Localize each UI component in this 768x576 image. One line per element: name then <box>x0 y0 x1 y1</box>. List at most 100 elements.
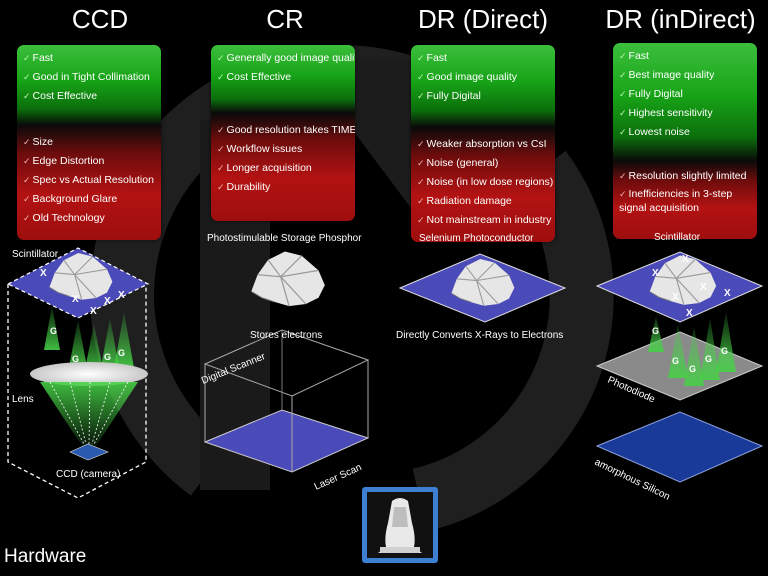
con-text: Weaker absorption vs CsI <box>426 138 547 150</box>
con-item: ✓Weaker absorption vs CsI <box>417 135 549 154</box>
check-icon: ✓ <box>619 171 627 181</box>
pro-text: Cost Effective <box>32 90 98 102</box>
pros-cr: ✓Generally good image quality✓Cost Effec… <box>211 45 355 113</box>
check-icon: ✓ <box>23 175 31 185</box>
pro-item: ✓Fast <box>23 49 155 68</box>
panel-dr-indirect: ✓Fast✓Best image quality✓Fully Digital✓H… <box>613 43 757 239</box>
footer-title: Hardware <box>4 546 87 567</box>
con-item: ✓Spec vs Actual Resolution <box>23 171 155 190</box>
label-cr-stores: Stores electrons <box>250 330 323 341</box>
con-text: Background Glare <box>32 193 118 205</box>
label-dri-scintillator: Scintillator <box>654 232 701 243</box>
pro-text: Cost Effective <box>226 71 292 83</box>
check-icon: ✓ <box>217 182 225 192</box>
con-text: Not mainstream in industry <box>426 214 552 226</box>
pro-text: Fully Digital <box>628 88 683 100</box>
pro-item: ✓Fully Digital <box>619 85 751 104</box>
pro-item: ✓Lowest noise <box>619 123 751 142</box>
pro-item: ✓Best image quality <box>619 66 751 85</box>
label-ccd-camera: CCD (camera) <box>56 469 121 480</box>
check-icon: ✓ <box>417 196 425 206</box>
panel-cr: ✓Generally good image quality✓Cost Effec… <box>211 45 355 221</box>
pro-item: ✓Fast <box>619 47 751 66</box>
check-icon: ✓ <box>217 72 225 82</box>
con-item: ✓Background Glare <box>23 190 155 209</box>
con-item: ✓Inefficiencies in 3-step signal acquisi… <box>619 187 751 215</box>
con-item: ✓Longer acquisition <box>217 159 349 178</box>
pro-text: Fully Digital <box>426 90 481 102</box>
check-icon: ✓ <box>417 72 425 82</box>
con-text: Edge Distortion <box>32 155 105 167</box>
con-text: Durability <box>226 181 271 193</box>
con-item: ✓Noise (in low dose regions) <box>417 173 553 192</box>
con-item: ✓Resolution slightly limited <box>619 169 751 183</box>
pro-text: Fast <box>32 52 53 64</box>
check-icon: ✓ <box>417 139 425 149</box>
con-item: ✓Radiation damage <box>417 192 549 211</box>
con-text: Noise (in low dose regions) <box>426 176 554 188</box>
cons-ccd: ✓Size✓Edge Distortion✓Spec vs Actual Res… <box>17 125 161 240</box>
check-icon: ✓ <box>619 89 627 99</box>
label-drd-converts: Directly Converts X-Rays to Electrons <box>396 330 564 341</box>
con-text: Workflow issues <box>226 143 303 155</box>
cons-cr: ✓Good resolution takes TIME✓Workflow iss… <box>211 113 355 221</box>
pro-text: Good in Tight Collimation <box>32 71 150 83</box>
column-title-dr-indirect: DR (inDirect) <box>605 4 756 34</box>
check-icon: ✓ <box>23 137 31 147</box>
pro-item: ✓Generally good image quality <box>217 49 355 68</box>
panel-ccd: ✓Fast✓Good in Tight Collimation✓Cost Eff… <box>17 45 161 240</box>
con-item: ✓Size <box>23 133 155 152</box>
check-icon: ✓ <box>619 127 627 137</box>
check-icon: ✓ <box>23 72 31 82</box>
check-icon: ✓ <box>619 70 627 80</box>
pro-item: ✓Fast <box>417 49 549 68</box>
pro-item: ✓Cost Effective <box>217 68 349 87</box>
check-icon: ✓ <box>217 163 225 173</box>
check-icon: ✓ <box>619 51 627 61</box>
label-ccd-lens: Lens <box>12 394 34 405</box>
pro-text: Highest sensitivity <box>628 107 713 119</box>
check-icon: ✓ <box>417 53 425 63</box>
con-text: Spec vs Actual Resolution <box>32 174 154 186</box>
label-drd-selenium: Selenium Photoconductor <box>419 233 534 244</box>
pro-text: Lowest noise <box>628 126 690 138</box>
check-icon: ✓ <box>217 53 225 63</box>
column-title-ccd: CCD <box>71 4 129 34</box>
xray-thumbnail-icon <box>362 487 438 563</box>
pro-item: ✓Fully Digital <box>417 87 549 106</box>
check-icon: ✓ <box>619 108 627 118</box>
pro-text: Fast <box>628 50 649 62</box>
con-item: ✓Good resolution takes TIME <box>217 121 355 140</box>
check-icon: ✓ <box>23 194 31 204</box>
con-text: Good resolution takes TIME <box>226 124 355 136</box>
pro-item: ✓Good in Tight Collimation <box>23 68 155 87</box>
con-item: ✓Noise (general) <box>417 154 549 173</box>
con-item: ✓Not mainstream in industry <box>417 211 552 230</box>
label-ccd-scintillator: Scintillator <box>12 249 59 260</box>
pros-dr-indirect: ✓Fast✓Best image quality✓Fully Digital✓H… <box>613 43 757 161</box>
pro-item: ✓Good image quality <box>417 68 549 87</box>
con-text: Radiation damage <box>426 195 512 207</box>
cons-dr-direct: ✓Weaker absorption vs CsI✓Noise (general… <box>411 127 555 242</box>
check-icon: ✓ <box>417 91 425 101</box>
pro-text: Fast <box>426 52 447 64</box>
con-text: Old Technology <box>32 212 105 224</box>
check-icon: ✓ <box>417 158 425 168</box>
check-icon: ✓ <box>417 177 425 187</box>
con-text: Inefficiencies in 3-step signal acquisit… <box>619 188 733 214</box>
con-text: Resolution slightly limited <box>628 170 747 182</box>
check-icon: ✓ <box>23 156 31 166</box>
check-icon: ✓ <box>23 213 31 223</box>
label-cr-phosphor: Photostimulable Storage Phosphor <box>207 233 362 244</box>
column-title-dr-direct: DR (Direct) <box>418 4 548 34</box>
pro-item: ✓Cost Effective <box>23 87 155 106</box>
con-text: Noise (general) <box>426 157 499 169</box>
con-text: Size <box>32 136 53 148</box>
pro-text: Generally good image quality <box>226 52 355 64</box>
con-item: ✓Old Technology <box>23 209 155 228</box>
check-icon: ✓ <box>23 53 31 63</box>
con-item: ✓Workflow issues <box>217 140 349 159</box>
check-icon: ✓ <box>217 144 225 154</box>
check-icon: ✓ <box>417 215 425 225</box>
